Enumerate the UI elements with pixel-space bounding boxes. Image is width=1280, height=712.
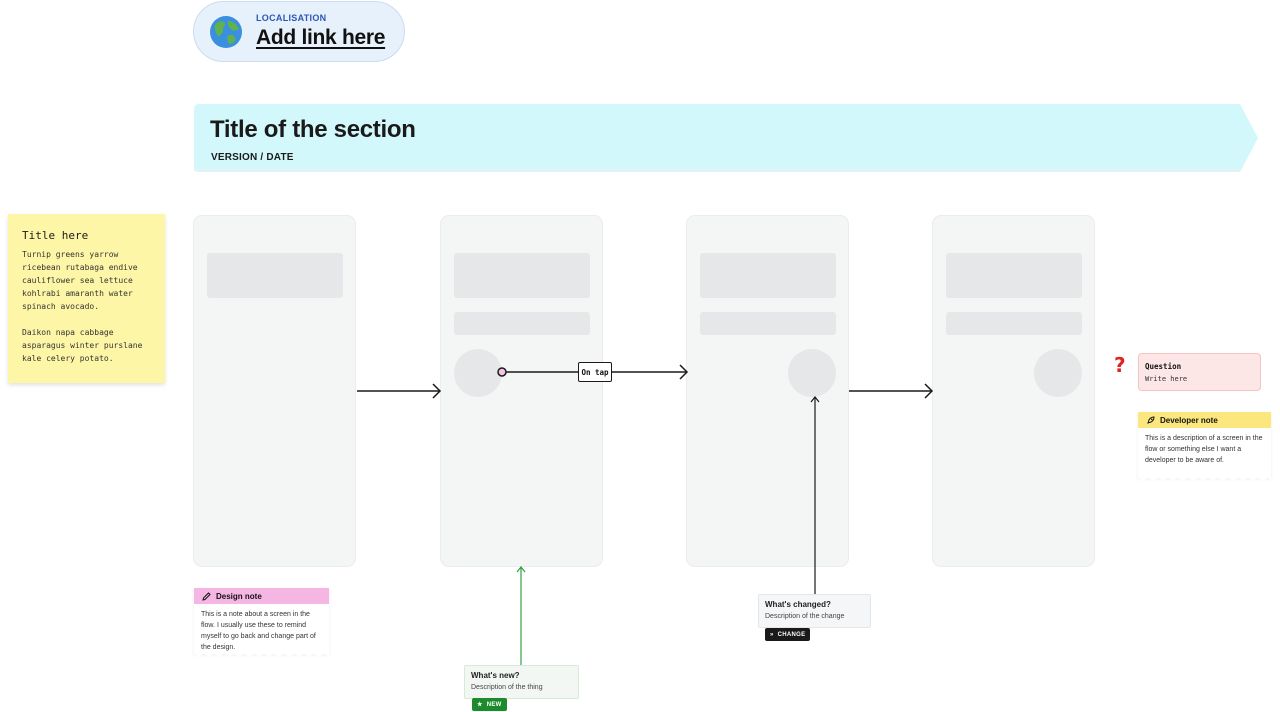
zigzag-edge: [194, 653, 329, 657]
sticky-text: Turnip greens yarrow ricebean rutabaga e…: [22, 250, 143, 363]
localisation-label: LOCALISATION: [256, 13, 327, 23]
change-badge: » CHANGE: [765, 628, 810, 641]
placeholder-circle: [1034, 349, 1082, 397]
change-badge-label: CHANGE: [777, 631, 806, 638]
add-link[interactable]: Add link here: [256, 26, 386, 49]
tap-origin-dot: [497, 367, 507, 377]
developer-note-title: Developer note: [1160, 415, 1218, 425]
placeholder-block: [946, 253, 1082, 298]
section-title: Title of the section: [210, 116, 416, 143]
developer-note: Developer note This is a description of …: [1138, 412, 1271, 481]
new-badge: ★ NEW: [472, 698, 507, 711]
screen-3[interactable]: [686, 215, 849, 567]
on-tap-label: On tap: [578, 362, 612, 382]
banner-shape: [194, 104, 1258, 172]
placeholder-circle: [454, 349, 502, 397]
section-banner: Title of the section VERSION / DATE: [193, 103, 1259, 173]
placeholder-bar: [454, 312, 590, 335]
placeholder-circle: [788, 349, 836, 397]
screen-2[interactable]: [440, 215, 603, 567]
localisation-pill: LOCALISATION Add link here: [193, 1, 405, 62]
design-note-body: This is a note about a screen in the flo…: [201, 611, 316, 651]
whats-new-card: What's new? Description of the thing: [464, 665, 579, 699]
screen-4[interactable]: [932, 215, 1095, 567]
whats-new-title: What's new?: [471, 671, 520, 680]
placeholder-bar: [946, 312, 1082, 335]
section-subtitle: VERSION / DATE: [211, 152, 294, 163]
rocket-icon: [1147, 415, 1155, 424]
placeholder-bar: [700, 312, 836, 335]
question-note: Question Write here: [1138, 353, 1261, 391]
question-text: Write here: [1145, 375, 1188, 383]
zigzag-edge: [1138, 477, 1271, 481]
design-note: Design note This is a note about a scree…: [194, 588, 329, 657]
design-note-title: Design note: [216, 591, 262, 601]
placeholder-block: [207, 253, 343, 298]
screen-1[interactable]: [193, 215, 356, 567]
new-badge-label: NEW: [486, 701, 502, 708]
globe-icon: [210, 16, 242, 48]
design-note-header: Design note: [194, 588, 329, 604]
whats-changed-title: What's changed?: [765, 600, 831, 609]
sticky-title: Title here: [22, 229, 89, 242]
placeholder-block: [700, 253, 836, 298]
developer-note-header: Developer note: [1138, 412, 1271, 428]
star-icon: ★: [477, 702, 483, 708]
pencil-icon: [202, 591, 211, 601]
developer-note-body: This is a description of a screen in the…: [1145, 435, 1263, 464]
whats-changed-card: What's changed? Description of the chang…: [758, 594, 871, 628]
whats-new-description: Description of the thing: [471, 684, 543, 691]
sticky-note: Title here Turnip greens yarrow ricebean…: [8, 214, 165, 383]
double-chevron-icon: »: [770, 631, 774, 638]
placeholder-block: [454, 253, 590, 298]
question-mark-icon: ?: [1114, 353, 1126, 377]
whats-changed-description: Description of the change: [765, 613, 845, 620]
question-title: Question: [1145, 362, 1182, 371]
